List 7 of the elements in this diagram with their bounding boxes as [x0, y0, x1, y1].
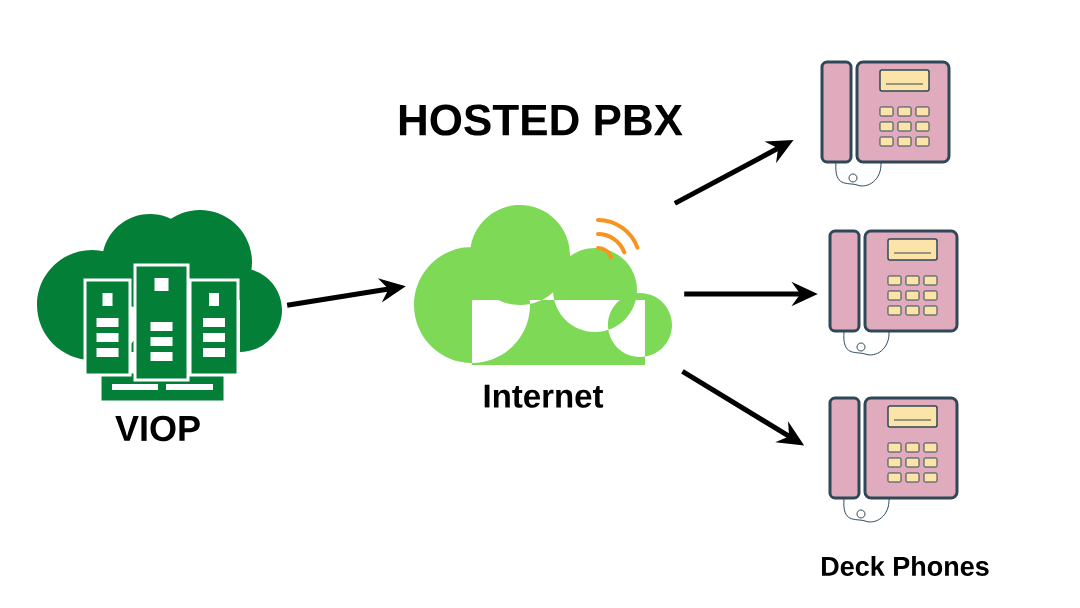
phone-icon: [820, 60, 951, 187]
node-label: Internet: [484, 384, 604, 408]
title: HOSTED PBX: [399, 104, 683, 136]
group-label: Deck Phones: [822, 556, 989, 576]
phone-icon: [828, 229, 959, 356]
node-label: VIOP: [115, 415, 200, 442]
phone-icon: [828, 396, 959, 523]
